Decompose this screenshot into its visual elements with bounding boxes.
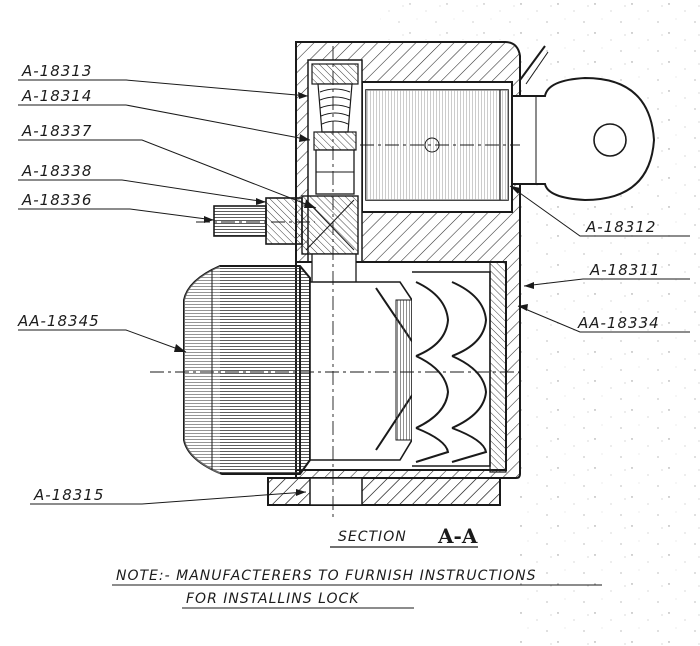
label-a-18312: A-18312 [585, 218, 656, 236]
label-a-18313: A-18313 [21, 62, 92, 80]
label-a-18314: A-18314 [21, 87, 92, 105]
leader-lines [18, 79, 690, 505]
note-line-2: FOR INSTALLINS LOCK [186, 591, 360, 607]
leader-arrowheads [174, 92, 534, 496]
knurled-nut [183, 265, 311, 475]
label-a-18338: A-18338 [21, 162, 92, 180]
label-a-18311: A-18311 [589, 261, 660, 279]
section-letters: A-A [437, 524, 478, 548]
section-prefix: SECTION [338, 529, 407, 545]
section-title: SECTION A-A [330, 524, 478, 548]
label-aa-18345: AA-18345 [17, 312, 100, 330]
spring-washers [412, 261, 507, 473]
label-aa-18334: AA-18334 [577, 314, 660, 332]
key-bow [511, 45, 656, 202]
label-a-18337: A-18337 [21, 122, 92, 140]
center-lines [150, 46, 520, 520]
label-a-18336: A-18336 [21, 191, 92, 209]
installation-note: NOTE:- MANUFACTERERS TO FURNISH INSTRUCT… [112, 568, 602, 609]
note-line-1: NOTE:- MANUFACTERERS TO FURNISH INSTRUCT… [116, 568, 536, 584]
set-screw [213, 197, 303, 245]
paper-speckle-top [380, 0, 520, 40]
label-a-18315: A-18315 [33, 486, 104, 504]
